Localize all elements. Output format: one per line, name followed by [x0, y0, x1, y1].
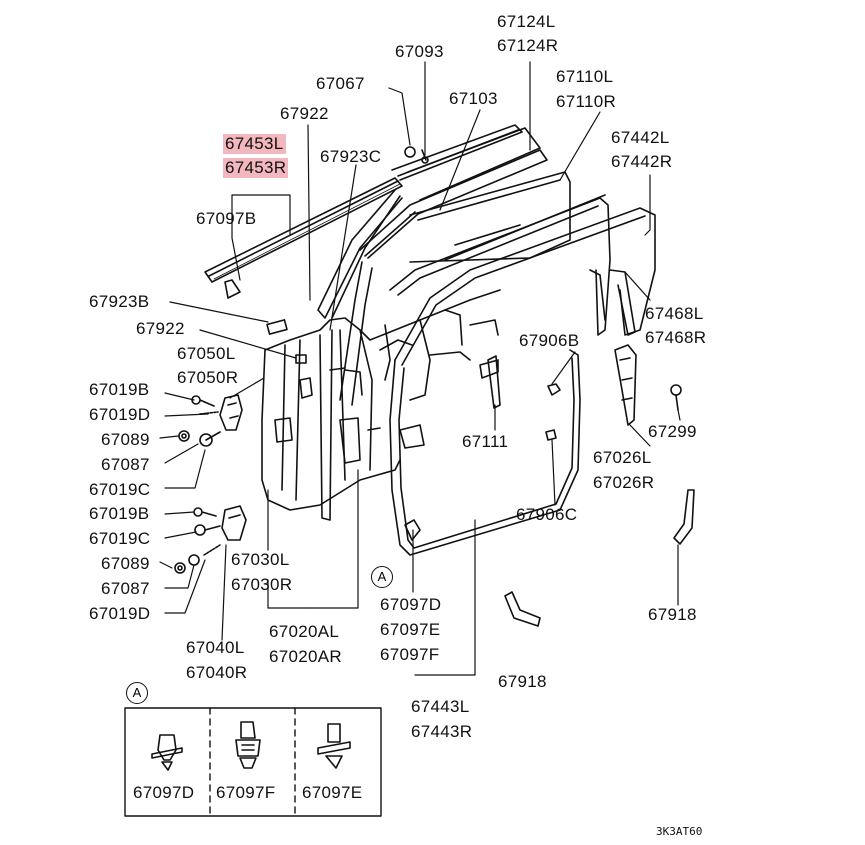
label-67443L: 67443L [411, 697, 470, 716]
ref-A-box-marker: A [126, 682, 148, 704]
label-67468L: 67468L [645, 304, 704, 323]
upper-fasteners [178, 395, 221, 447]
label-67110L: 67110L [556, 67, 614, 86]
label-67089-lower: 67089 [101, 554, 150, 573]
label-67087-upper: 67087 [101, 455, 150, 474]
window-channel-67026 [614, 344, 637, 426]
belt-molding [204, 177, 403, 299]
label-67918-right: 67918 [648, 605, 697, 624]
door-opening-weatherstrip-67443 [389, 207, 656, 556]
outer-weatherstrip-67442 [389, 194, 611, 336]
label-67443R: 67443R [411, 722, 473, 741]
rail-67111 [479, 355, 501, 409]
label-67124L: 67124L [497, 12, 556, 31]
label-67026R: 67026R [593, 473, 655, 492]
screw-67093 [404, 146, 429, 164]
box-label-67097D: 67097D [133, 783, 195, 802]
clip-67097F-detail [235, 721, 261, 769]
door-glass [409, 171, 571, 263]
label-67040L: 67040L [186, 638, 245, 657]
label-67019C-upper: 67019C [89, 480, 151, 499]
clip-67097-arc [404, 519, 421, 541]
label-67019D-upper: 67019D [89, 405, 151, 424]
label-67453L: 67453L [223, 134, 286, 154]
label-67089-upper: 67089 [101, 430, 150, 449]
label-67050R: 67050R [177, 368, 239, 387]
door-inner-panel [261, 289, 501, 521]
label-67093: 67093 [395, 42, 444, 61]
label-67468R: 67468R [645, 328, 707, 347]
label-67026L: 67026L [593, 448, 652, 467]
label-67040R: 67040R [186, 663, 248, 682]
trim-67918-right [673, 489, 695, 545]
detail-box-A [124, 707, 382, 817]
label-67442L: 67442L [611, 128, 670, 147]
label-67923C: 67923C [320, 147, 382, 166]
box-label-67097E: 67097E [302, 783, 363, 802]
door-frame-seal-67124 [339, 149, 548, 406]
plug-67906C [545, 429, 557, 441]
label-67103: 67103 [449, 89, 498, 108]
label-67442R: 67442R [611, 152, 673, 171]
label-67453R: 67453R [223, 158, 289, 178]
label-67019D-lower: 67019D [89, 604, 151, 623]
label-67030R: 67030R [231, 575, 293, 594]
label-67124R: 67124R [497, 36, 559, 55]
label-67299: 67299 [648, 422, 697, 441]
lower-hinge [221, 505, 247, 541]
label-67087-lower: 67087 [101, 579, 150, 598]
clip-67097D-detail [151, 734, 183, 771]
label-67030L: 67030L [231, 550, 290, 569]
box-label-67097F: 67097F [216, 783, 276, 802]
label-67020AL: 67020AL [269, 622, 340, 641]
label-67922-mid: 67922 [136, 319, 185, 338]
leader-lines [159, 61, 681, 676]
label-67097D: 67097D [380, 595, 442, 614]
lower-fasteners [174, 507, 221, 574]
label-67050L: 67050L [177, 344, 236, 363]
clip-67097E-detail [317, 723, 351, 769]
clip-67922 [295, 354, 307, 364]
label-67918-bottom: 67918 [498, 672, 547, 691]
upper-hinge [219, 394, 243, 431]
diagram-code: 3K3AT60 [656, 825, 703, 838]
clip-67923B [266, 319, 288, 335]
label-67110R: 67110R [556, 92, 617, 111]
bolt-67299 [670, 384, 682, 411]
label-67067: 67067 [316, 74, 365, 93]
label-67906C: 67906C [516, 505, 578, 524]
label-67019C-lower: 67019C [89, 529, 151, 548]
label-67097F: 67097F [380, 645, 440, 664]
label-67923B: 67923B [89, 292, 150, 311]
label-67020AR: 67020AR [269, 647, 342, 666]
label-67019B-upper: 67019B [89, 380, 150, 399]
label-67019B-lower: 67019B [89, 504, 150, 523]
plug-67906B [547, 383, 561, 396]
trim-67918-bottom [504, 591, 541, 627]
label-67906B: 67906B [519, 331, 580, 350]
ref-A-marker: A [371, 566, 393, 588]
label-67922-top: 67922 [280, 104, 329, 123]
label-67097B: 67097B [196, 209, 257, 228]
sash-weatherstrip-67468 [589, 269, 636, 336]
label-67097E: 67097E [380, 620, 441, 639]
label-67111: 67111 [462, 432, 509, 451]
glass-run-channel [317, 124, 541, 319]
